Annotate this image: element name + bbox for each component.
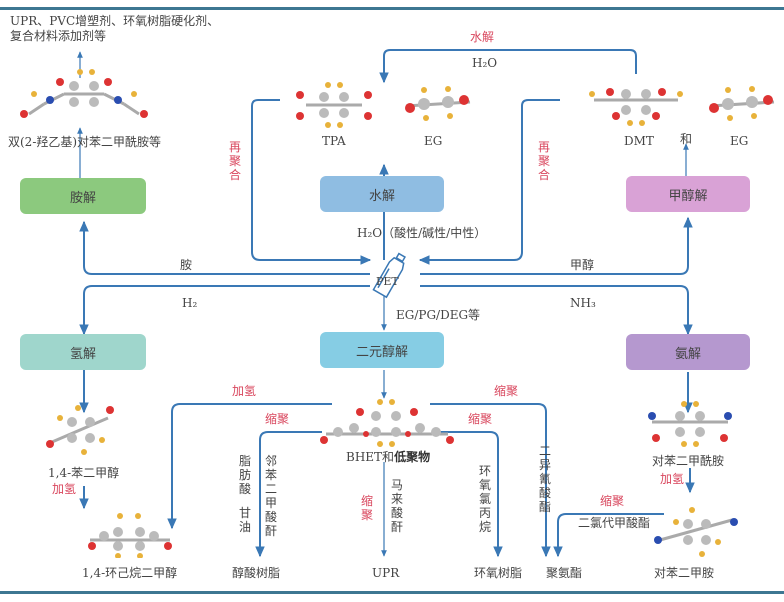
eg2-label: EG (730, 134, 749, 148)
hydrogenation-left-label: 加氢 (52, 482, 77, 496)
polycond-bottom-right-label: 缩聚 (600, 494, 625, 508)
repoly-left-line (251, 99, 372, 265)
phthalic-anhydride-label: 邻苯二甲酸酐 (264, 454, 277, 538)
glycolysis-box: 二元醇解 (320, 332, 444, 368)
hydrogenolysis-line (79, 285, 370, 336)
water-condition-label: H₂O（酸性/碱性/中性） (357, 226, 487, 240)
repoly-right-label: 再聚合 (537, 140, 550, 182)
aminolysis-line (79, 220, 370, 275)
repoly-left-label: 再聚合 (228, 140, 241, 182)
upr-label: UPR (372, 566, 400, 580)
tpa-label: TPA (322, 134, 346, 148)
ammonolysis-box: 氨解 (626, 334, 750, 370)
fatty-acid-label: 脂肪酸 (238, 454, 251, 496)
dmt-molecule-icon (589, 88, 683, 126)
hydrogenation-main-label: 加氢 (232, 384, 257, 398)
hydrogenation-right-label: 加氢 (660, 472, 685, 486)
amide-uses-line2: 复合材料添加剂等 (10, 29, 107, 43)
repoly-right-line (418, 99, 560, 265)
ammonolysis-line (420, 285, 693, 336)
methanolysis-line (420, 216, 693, 275)
epoxy-line (432, 431, 503, 558)
epoxy-label: 环氧树脂 (474, 566, 523, 580)
bhet-molecule-icon (320, 399, 454, 447)
dmt-label: DMT (624, 134, 654, 148)
chdm-molecule-icon (88, 513, 172, 558)
xylylenediamine-molecule-icon (654, 507, 738, 557)
hydrogen-label: H₂ (182, 296, 198, 310)
pet-label: PET (376, 275, 399, 288)
amine-label: 胺 (180, 258, 193, 272)
top-rule (0, 7, 784, 10)
top-hydrolysis-line (379, 49, 637, 84)
top-hydrolysis-label: 水解 (470, 30, 495, 44)
pu-line (430, 403, 551, 558)
bdm-label: 1,4-苯二甲醇 (48, 466, 120, 480)
pu-label: 聚氨酯 (546, 566, 583, 580)
glycerol-label: 甘油 (238, 506, 251, 534)
hydrolysis-box: 水解 (320, 176, 444, 212)
terephthalamide-label: 对苯二甲酰胺 (652, 454, 725, 468)
terephthalamide-molecule-icon (648, 401, 732, 447)
alkyd-label: 醇酸树脂 (232, 566, 281, 580)
methanol-label: 甲醇 (570, 258, 595, 272)
hydrogenolysis-box: 氢解 (20, 334, 146, 370)
maleic-anhydride-label: 马来酸酐 (390, 478, 403, 534)
amide-product-label: 双(2-羟乙基)对苯二甲酰胺等 (8, 135, 162, 149)
tpa-molecule-icon (296, 82, 372, 128)
ammonia-label: NH₃ (570, 296, 596, 310)
amide-molecule-icon (20, 69, 148, 118)
chdm-label: 1,4-环己烷二甲醇 (82, 566, 178, 580)
methanolysis-box: 甲醇解 (626, 176, 750, 212)
hydrogenation-line (167, 403, 332, 530)
xylylenediamine-label: 对苯二甲胺 (654, 566, 715, 580)
oligomer-label: 低聚物 (394, 450, 431, 464)
bdm-molecule-icon (46, 405, 114, 455)
bottom-rule (0, 591, 784, 594)
polycond-center-label: 缩聚 (360, 494, 373, 522)
polycond-left-label: 缩聚 (265, 412, 290, 426)
amide-uses-line1: UPR、PVC增塑剂、环氧树脂硬化剂、 (10, 14, 220, 28)
and-label: 和 (680, 132, 693, 146)
aminolysis-box: 胺解 (20, 178, 146, 214)
eg2-molecule-icon (709, 86, 775, 121)
alkyd-line (255, 431, 322, 558)
bhet-label: BHET和低聚物 (346, 450, 431, 464)
diisocyanate-label: 二异氰酸酯 (538, 444, 551, 514)
pet-bottle-icon (372, 252, 406, 299)
glycols-label: EG/PG/DEG等 (396, 308, 481, 322)
polycond-far-right-label: 缩聚 (494, 384, 519, 398)
pu-diamine-line (553, 513, 664, 558)
dichloroformate-label: 二氯代甲酸酯 (578, 516, 651, 530)
eg1-molecule-icon (405, 86, 471, 121)
eg1-label: EG (424, 134, 443, 148)
polycond-right-label: 缩聚 (468, 412, 493, 426)
epichlorohydrin-label: 环氧氯丙烷 (478, 464, 491, 534)
top-water-label: H₂O (472, 56, 498, 70)
